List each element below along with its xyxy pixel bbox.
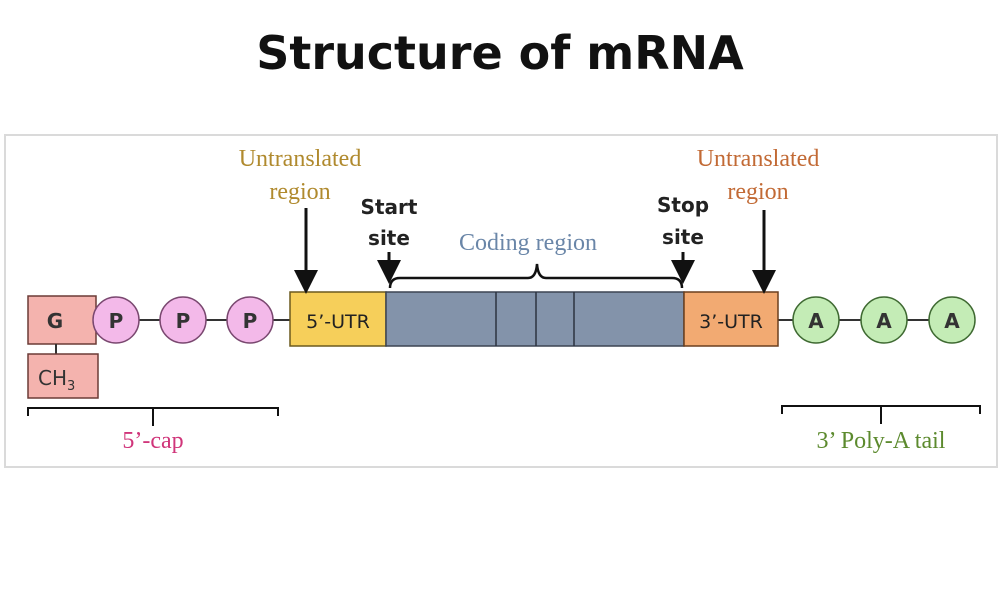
stop-site-line1: Stop — [657, 193, 709, 217]
phosphate-circle-2 — [159, 296, 207, 344]
page-title: Structure of mRNA — [256, 26, 744, 80]
untranslated-right-line2: region — [727, 179, 788, 205]
cap-label: 5’-cap — [122, 428, 183, 454]
adenine-circle-3 — [928, 296, 976, 344]
utr3-box — [683, 291, 779, 347]
coding-region-box — [385, 291, 685, 347]
phosphate-circle-3 — [226, 296, 274, 344]
poly-a-label: 3’ Poly-A tail — [817, 428, 946, 454]
start-site-line2: site — [368, 226, 410, 250]
methyl-label: CH3 — [38, 366, 75, 394]
phosphate-label-1: P — [109, 309, 124, 333]
utr3-label: 3’-UTR — [699, 311, 763, 333]
untranslated-left-line1: Untranslated — [239, 146, 362, 172]
utr5-label: 5’-UTR — [306, 311, 370, 333]
phosphate-label-3: P — [243, 309, 258, 333]
methyl-box — [27, 353, 99, 399]
adenine-circle-1 — [792, 296, 840, 344]
adenine-label-2: A — [876, 309, 892, 333]
start-site-line1: Start — [361, 195, 418, 219]
adenine-label-1: A — [808, 309, 824, 333]
untranslated-right-line1: Untranslated — [697, 146, 820, 172]
coding-region-brace — [388, 263, 684, 289]
phosphate-label-2: P — [176, 309, 191, 333]
guanine-label: G — [47, 309, 63, 333]
adenine-label-3: A — [944, 309, 960, 333]
adenine-circle-2 — [860, 296, 908, 344]
coding-region-label: Coding region — [459, 230, 597, 256]
phosphate-circle-1 — [92, 296, 140, 344]
untranslated-left-line2: region — [269, 179, 330, 205]
stop-site-line2: site — [662, 225, 704, 249]
